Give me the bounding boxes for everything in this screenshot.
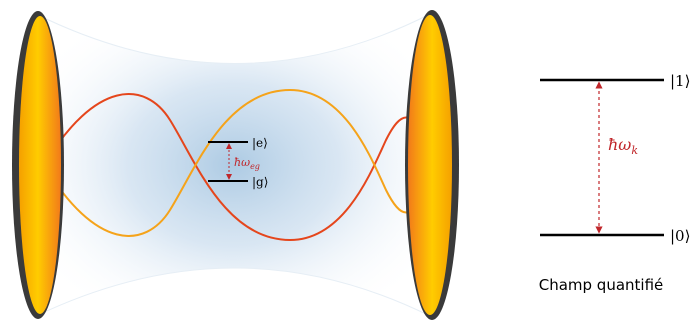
field-transition-label: ħωk: [608, 135, 638, 157]
atom-levels: |e⟩ |g⟩ ħωeg: [208, 136, 268, 189]
atom-transition-symbol: ħω: [234, 156, 250, 169]
field-transition-symbol: ħω: [608, 135, 631, 154]
ground-label: |g⟩: [252, 175, 268, 189]
wave-orange: [43, 88, 431, 237]
atom-transition-label: ħωeg: [234, 156, 260, 171]
excited-label: |e⟩: [252, 136, 268, 150]
wave-red: [43, 93, 431, 242]
cavity-outline-top: [35, 13, 431, 64]
field-transition-subscript: k: [631, 144, 638, 157]
cavity-outline-bottom: [35, 267, 431, 317]
left-mirror: [12, 11, 64, 319]
field-upper-label: |1⟩: [670, 72, 690, 90]
cavity-glow: [36, 14, 430, 316]
right-mirror: [405, 10, 459, 320]
field-caption: Champ quantifié: [539, 276, 664, 294]
atom-transition-subscript: eg: [250, 162, 260, 171]
field-levels: |1⟩ |0⟩ ħωk Champ quantifié: [539, 72, 691, 294]
field-lower-label: |0⟩: [670, 227, 690, 245]
